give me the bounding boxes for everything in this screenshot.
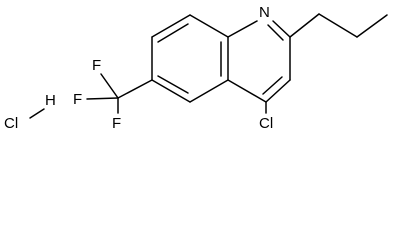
atom-label-hcl-h: H — [45, 92, 56, 109]
bond-c6-cf3 — [117, 79, 153, 99]
bond-c8a-c8 — [189, 14, 229, 38]
bonds — [29, 13, 388, 119]
atom-label-f-top: F — [92, 57, 101, 74]
atom-label-f-bottom: F — [112, 115, 121, 132]
bond-cf3-f-top — [100, 73, 119, 99]
atom-label-f-left: F — [73, 91, 82, 108]
bond-c6-c5 — [151, 79, 191, 103]
atom-labels: N Cl F F F Cl H — [4, 4, 273, 132]
bond-n-c2 — [272, 20, 291, 38]
bond-c5-c4a — [189, 79, 229, 103]
bond-c4-c4a — [227, 79, 267, 103]
atom-label-cl-ring: Cl — [259, 115, 273, 132]
bond-n-c2-inner — [267, 24, 284, 41]
bond-propyl1-propyl2 — [318, 13, 358, 38]
bond-c8-c7 — [151, 14, 191, 38]
bond-propyl2-propyl3 — [356, 14, 388, 38]
bond-c3-c4 — [265, 79, 291, 103]
atom-label-n: N — [259, 4, 270, 21]
bond-c7-c7-inner — [157, 23, 189, 43]
bond-c6-c5-inner — [157, 75, 189, 94]
bond-c3-c4-inner — [262, 76, 283, 95]
bond-h-cl — [29, 108, 45, 119]
bond-c8a-n — [227, 20, 258, 38]
bond-c2-propyl1 — [289, 13, 320, 38]
atom-label-hcl-cl: Cl — [4, 115, 18, 132]
chemical-structure-diagram: N Cl F F F Cl H — [4, 4, 388, 132]
bond-cf3-f-left — [86, 97, 119, 100]
